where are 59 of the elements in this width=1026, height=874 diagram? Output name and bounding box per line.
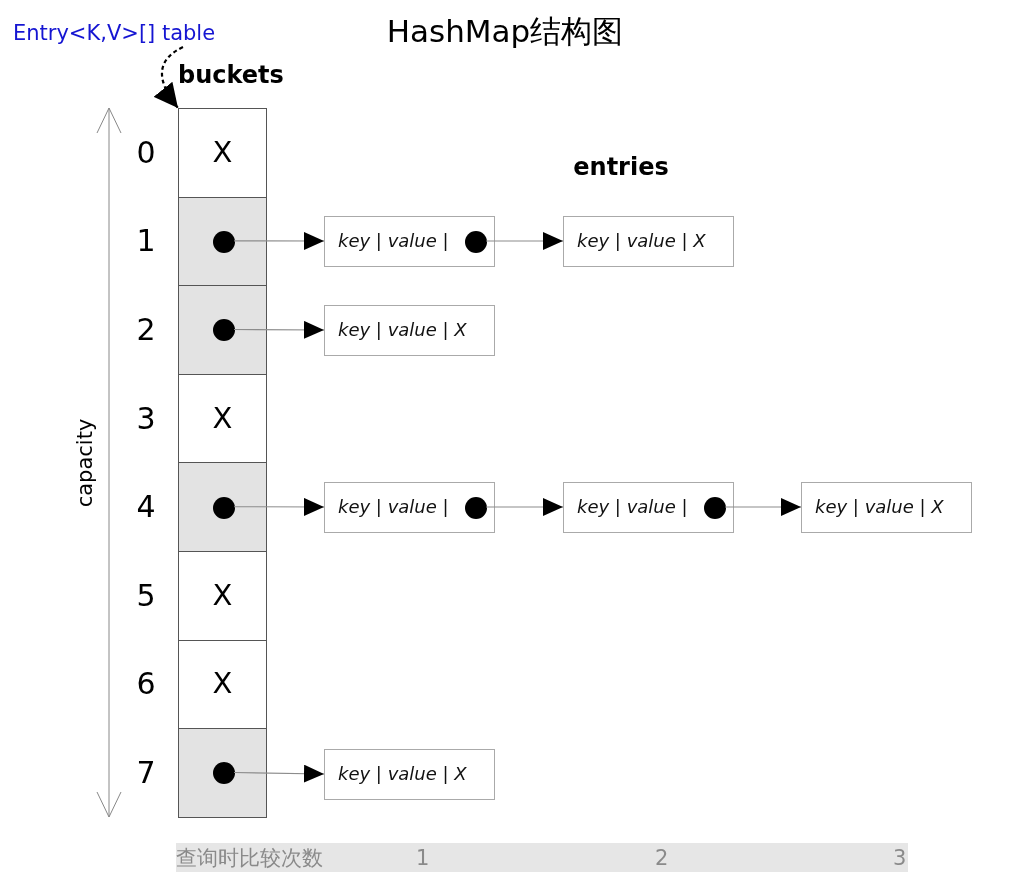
array-declaration: Entry<K,V>[] table: [13, 19, 216, 47]
pointer-dot: [704, 497, 726, 519]
count-value: 2: [655, 845, 669, 870]
pointer-dot: [465, 497, 487, 519]
bucket-cell: [178, 728, 267, 818]
bucket-cell: [178, 196, 267, 287]
arrow: [724, 498, 802, 516]
entry-box: [324, 748, 495, 800]
bucket-cell: [178, 639, 267, 730]
entry-box: [563, 481, 734, 533]
arrow: [485, 498, 564, 516]
pointer-dot: [213, 496, 235, 519]
dashed-arrow: [154, 46, 184, 109]
array-heading: buckets: [178, 62, 284, 90]
index-number: 2: [136, 312, 156, 348]
section-heading: entries: [573, 154, 669, 182]
bucket-cell: [178, 551, 267, 641]
index-number: 1: [136, 224, 156, 259]
count-value: 1: [416, 845, 430, 870]
bucket-cell: [178, 462, 267, 552]
entry-box: [324, 481, 495, 533]
row-heading: 查询时比较次数: [176, 845, 323, 870]
capacity-label: capacity: [72, 418, 98, 508]
pointer-dot: [213, 762, 235, 785]
entry-box: [324, 304, 495, 356]
entry-text: key | value |: [338, 230, 449, 252]
arrow: [233, 320, 325, 339]
bucket-cell: [178, 285, 267, 375]
comparison-band: [176, 843, 908, 872]
bucket-cell: [178, 373, 267, 464]
bucket-cell: [178, 108, 267, 198]
null-marker: X: [212, 579, 233, 613]
entry-box: [801, 481, 972, 533]
pointer-dot: [213, 230, 235, 253]
index-number: 7: [136, 755, 156, 791]
entry-text: key | value | X: [815, 496, 944, 518]
index-number: 3: [136, 401, 156, 436]
entry-text: key | value |: [338, 496, 449, 518]
index-number: 6: [136, 667, 156, 702]
diagram-title: HashMap结构图: [386, 14, 624, 50]
arrow: [233, 497, 325, 516]
count-value: 3: [893, 845, 907, 870]
null-marker: X: [212, 136, 233, 170]
arrow: [233, 764, 325, 783]
pointer-dot: [213, 319, 235, 342]
index-number: 0: [136, 135, 156, 171]
entry-text: key | value | X: [338, 319, 467, 341]
arrow: [233, 232, 325, 250]
index-number: 5: [136, 578, 156, 614]
entry-text: key | value |: [577, 496, 688, 518]
index-number: 4: [136, 489, 156, 525]
entry-text: key | value | X: [338, 763, 467, 785]
arrow: [485, 232, 564, 250]
entry-box: [324, 215, 495, 267]
entry-box: [563, 215, 734, 267]
null-marker: X: [212, 401, 233, 436]
entry-text: key | value | X: [577, 230, 706, 252]
pointer-dot: [465, 231, 487, 253]
null-marker: X: [212, 667, 233, 702]
